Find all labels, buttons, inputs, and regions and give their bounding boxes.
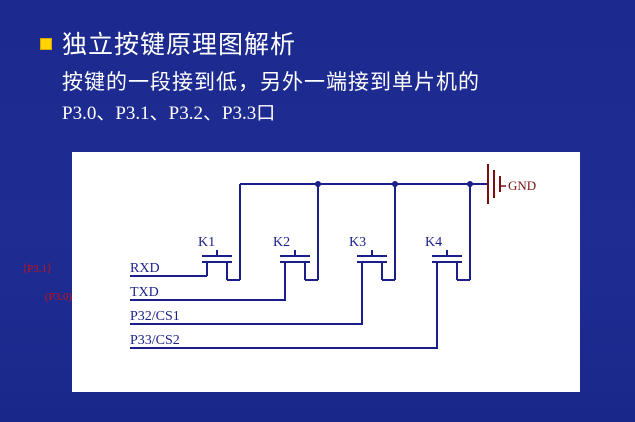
wire-p33: [130, 280, 438, 349]
key-label-k3: K3: [349, 235, 366, 250]
body-text-line-1: 按键的一段接到低，另外一端接到单片机的: [62, 70, 480, 94]
circuit-diagram: GND: [72, 152, 580, 392]
gnd-label: GND: [508, 178, 536, 193]
bullet-square-icon: [40, 38, 52, 50]
key-label-k1: K1: [198, 235, 215, 250]
slide-title: 独立按键原理图解析: [62, 30, 297, 59]
pin-notes-svg: （P3.1） (P3.0): [16, 262, 72, 303]
signal-label-p32: P32/CS1: [130, 309, 180, 324]
switch-k1-icon: [202, 250, 240, 281]
ground-icon: [487, 164, 501, 204]
switch-k3-icon: [357, 250, 395, 281]
key-label-k2: K2: [273, 235, 290, 250]
circuit-svg: GND: [130, 164, 536, 349]
key-label-k4: K4: [425, 235, 442, 250]
pin-note-txd: (P3.0): [45, 291, 72, 303]
pin-note-rxd: （P3.1）: [16, 262, 58, 275]
signal-label-rxd: RXD: [130, 261, 160, 276]
switch-k2-icon: [280, 250, 318, 281]
signal-label-p33: P33/CS2: [130, 333, 180, 348]
wire-p32: [130, 280, 363, 325]
wire-txd: [130, 280, 286, 301]
signal-label-txd: TXD: [130, 285, 159, 300]
body-text-line-2: P3.0、P3.1、P3.2、P3.3口: [62, 103, 276, 124]
switch-k4-icon: [432, 250, 470, 281]
